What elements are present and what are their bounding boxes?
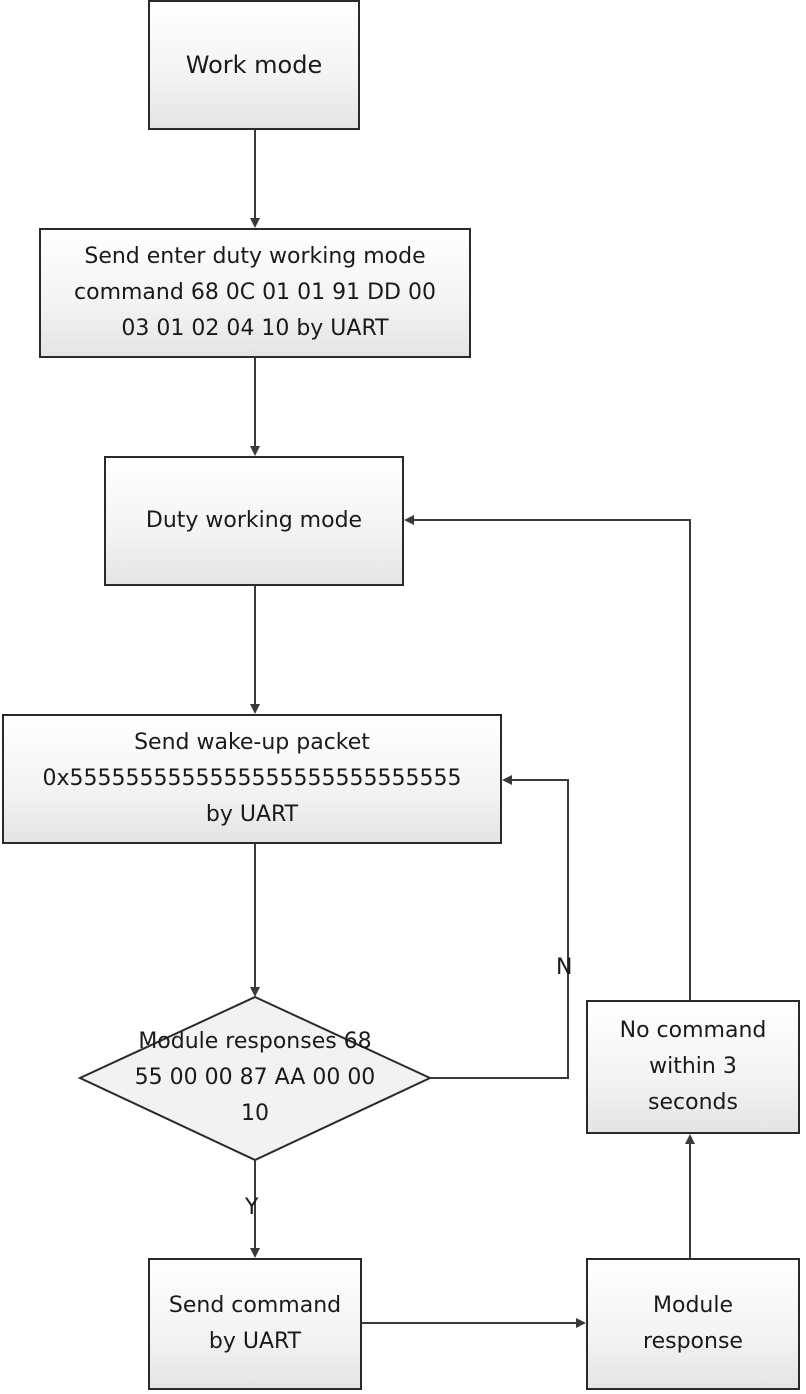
- node-module-response: Module response: [586, 1258, 800, 1390]
- node-send-command: Send command by UART: [148, 1258, 362, 1390]
- edge-label-yes: Y: [245, 1195, 259, 1220]
- node-module-response-label: Module response: [643, 1293, 743, 1354]
- arrow-nocommand-to-duty: [404, 515, 691, 1000]
- node-no-command-label: No command within 3 seconds: [619, 1018, 767, 1115]
- node-work-mode: Work mode: [148, 0, 360, 130]
- node-duty-working-mode: Duty working mode: [104, 456, 404, 586]
- node-send-command-label: Send command by UART: [168, 1293, 342, 1354]
- node-send-enter-duty-label: Send enter duty working mode command 68 …: [74, 244, 436, 341]
- node-send-wake-up-label: Send wake-up packet 0x555555555555555555…: [42, 730, 462, 827]
- node-send-wake-up: Send wake-up packet 0x555555555555555555…: [2, 714, 502, 844]
- node-work-mode-label: Work mode: [185, 51, 323, 79]
- node-no-command: No command within 3 seconds: [586, 1000, 800, 1134]
- decision-module-responses-label: Module responses 68 55 00 00 87 AA 00 00…: [134, 1029, 376, 1126]
- edge-label-no: N: [556, 955, 573, 980]
- arrow-decision-no-loop: [430, 775, 569, 1079]
- node-send-enter-duty: Send enter duty working mode command 68 …: [39, 228, 471, 358]
- node-duty-working-mode-label: Duty working mode: [145, 508, 363, 533]
